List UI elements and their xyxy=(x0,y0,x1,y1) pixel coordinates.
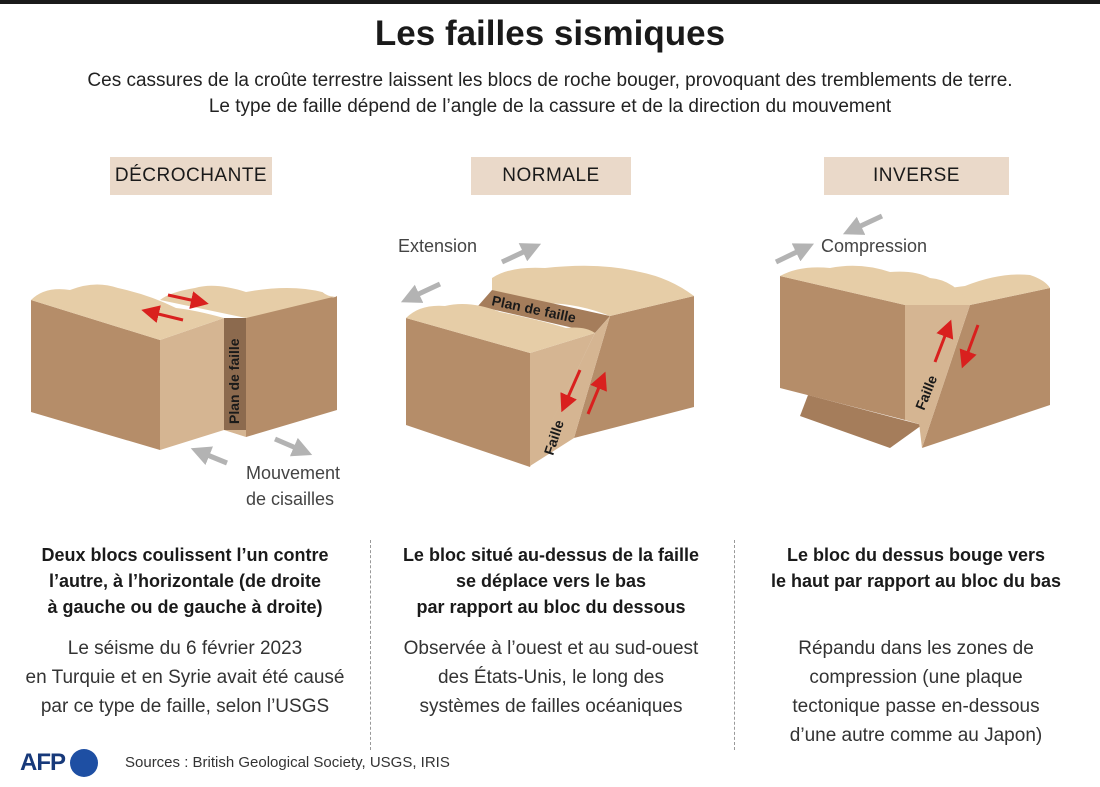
compression-arrow-right xyxy=(774,243,815,265)
heading-normale: Le bloc situé au-dessus de la faille se … xyxy=(402,545,700,617)
arrow-up-red xyxy=(933,319,954,363)
plane-label-decrochante: Plan de faille xyxy=(226,338,242,424)
arrow-left-red xyxy=(141,305,184,323)
column-divider-2 xyxy=(734,540,735,750)
movement-label-2: de cisailles xyxy=(246,489,334,509)
compression-label: Compression xyxy=(821,236,927,256)
column-divider-1 xyxy=(370,540,371,750)
fault-plane xyxy=(224,318,246,430)
lower-left-base xyxy=(800,395,922,448)
left-block-front xyxy=(905,305,970,425)
left-block-top xyxy=(780,265,970,305)
type-label-normale: NORMALE xyxy=(471,157,631,195)
left-block-side xyxy=(780,276,905,420)
body-normale: Observée à l’ouest et au sud-ouest des É… xyxy=(403,638,699,717)
shear-arrow-left xyxy=(190,446,228,466)
diagram-decrochante: Plan de faille Mouvement de cisailles xyxy=(31,284,340,509)
arrow-up-red xyxy=(586,371,607,415)
subtitle-line-2: Le type de faille dépend de l’angle de l… xyxy=(208,96,892,117)
left-block-top xyxy=(406,304,595,353)
extension-arrow-left xyxy=(400,281,442,303)
movement-label-1: Mouvement xyxy=(246,463,340,483)
shear-arrow-right xyxy=(274,436,313,457)
arrow-right-red xyxy=(167,291,209,309)
right-block-side xyxy=(922,288,1050,448)
afp-logo-text: AFP xyxy=(20,749,66,776)
type-label-inverse: INVERSE xyxy=(824,157,1009,195)
compression-arrow-left xyxy=(842,213,884,235)
extension-label: Extension xyxy=(398,236,477,256)
right-block-top xyxy=(492,265,694,316)
diagram-normale: Plan de faille Faille Extension xyxy=(398,236,694,467)
right-block-side xyxy=(574,296,694,438)
afp-logo-dot-icon xyxy=(70,749,98,777)
diagram-inverse: Faille Compression xyxy=(774,213,1050,448)
page-title: Les failles sismiques xyxy=(374,14,726,53)
subtitle-line-1: Ces cassures de la croûte terrestre lais… xyxy=(87,70,1013,91)
fault-plane-normale xyxy=(478,290,610,333)
type-label-decrochante: DÉCROCHANTE xyxy=(110,157,272,195)
left-block-side xyxy=(406,318,530,467)
arrow-down-red xyxy=(959,324,980,369)
sources-text: Sources : British Geological Society, US… xyxy=(125,754,450,771)
body-inverse: Répandu dans les zones de compression (u… xyxy=(789,638,1043,746)
top-rule xyxy=(0,0,1100,4)
heading-inverse: Le bloc du dessus bouge vers le haut par… xyxy=(770,545,1062,591)
body-decrochante: Le séisme du 6 février 2023 en Turquie e… xyxy=(25,638,345,717)
left-block xyxy=(31,284,224,450)
extension-arrow-right xyxy=(500,243,542,265)
heading-decrochante: Deux blocs coulissent l’un contre l’autr… xyxy=(41,545,329,617)
arrow-down-red xyxy=(560,369,582,413)
